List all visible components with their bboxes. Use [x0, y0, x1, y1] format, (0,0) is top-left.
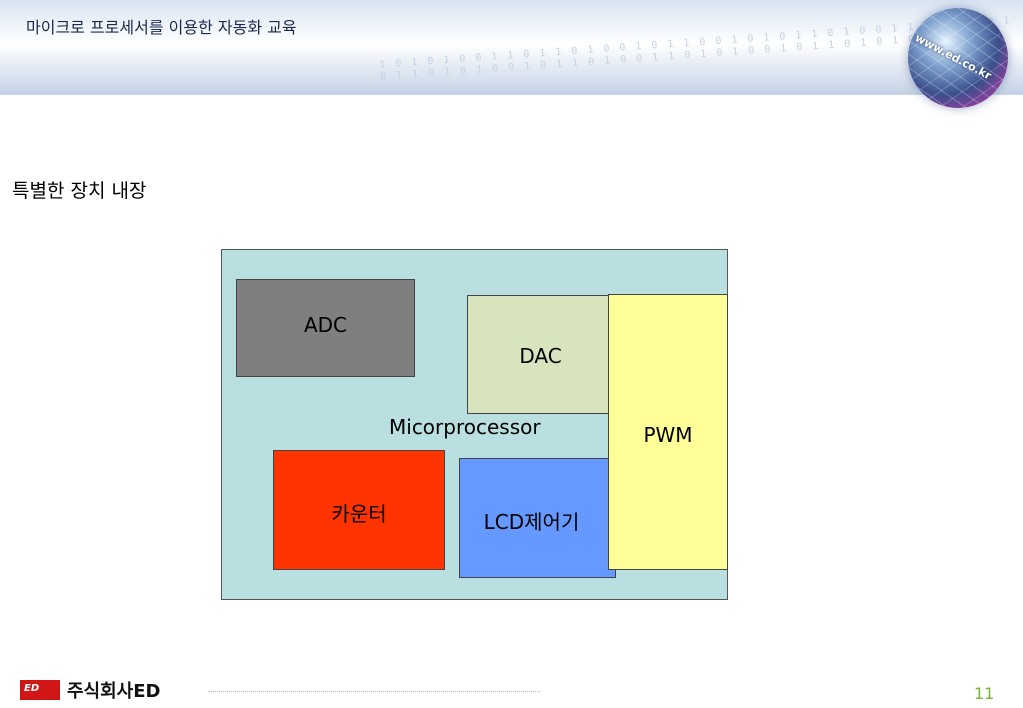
adc-block: ADC	[236, 279, 415, 377]
header-band	[0, 44, 1023, 94]
footer-divider	[208, 691, 540, 692]
globe-logo: www.ed.co.kr	[908, 8, 1008, 108]
lcd-controller-label: LCD제어기	[483, 509, 580, 534]
company-logo-underline	[20, 698, 60, 700]
slide-heading: 특별한 장치 내장	[12, 180, 147, 202]
pwm-block: PWM	[608, 294, 728, 570]
microprocessor-label: Micorprocessor	[389, 415, 541, 439]
company-logo: ED	[20, 680, 60, 698]
lcd-controller-block: LCD제어기	[459, 458, 616, 578]
header-title: 마이크로 프로세서를 이용한 자동화 교육	[26, 18, 297, 37]
page-number: 11	[974, 684, 995, 703]
dac-block: DAC	[467, 295, 614, 414]
company-logo-text: ED	[24, 683, 40, 694]
pwm-label: PWM	[643, 423, 693, 447]
counter-label: 카운터	[331, 501, 387, 526]
company-name: 주식회사ED	[67, 681, 161, 702]
dac-label: DAC	[519, 343, 562, 368]
slide-header: 1 0 1 0 1 0 0 1 1 0 1 1 0 1 0 0 1 0 1 1 …	[0, 0, 1023, 95]
globe-grid	[908, 8, 1008, 108]
microprocessor-diagram: ADC DAC Micorprocessor 카운터 LCD제어기 PWM	[221, 249, 728, 600]
counter-block: 카운터	[273, 450, 445, 570]
adc-label: ADC	[303, 313, 348, 337]
